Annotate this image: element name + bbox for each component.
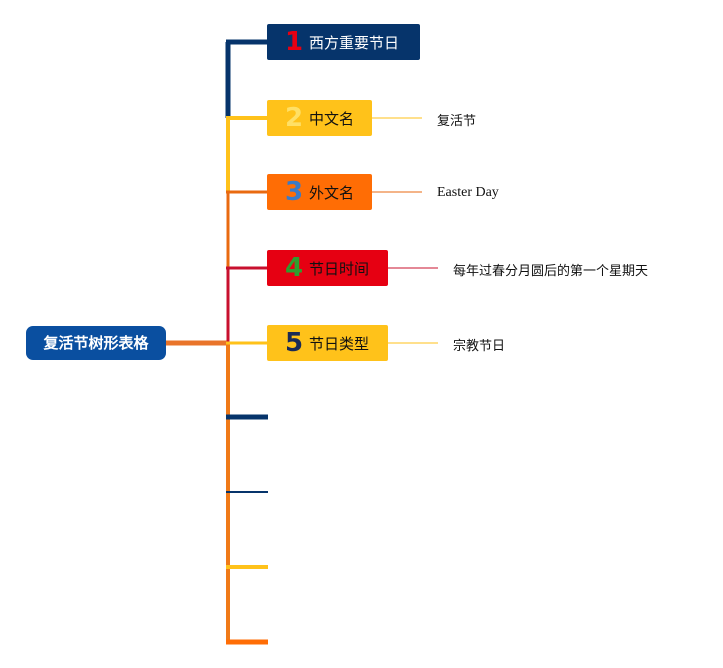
branch-label-1: 西方重要节日 — [309, 33, 400, 52]
branch-node-1[interactable]: 1 西方重要节日 — [267, 24, 420, 60]
branch-label-5: 节日类型 — [309, 334, 370, 353]
leaf-english-name[interactable]: Easter Day — [437, 185, 499, 200]
branch-node-2[interactable]: 2 中文名 — [267, 100, 372, 136]
branch-label-2: 中文名 — [309, 109, 355, 128]
root-node[interactable]: 复活节树形表格 — [26, 326, 166, 360]
branch-label-3: 外文名 — [309, 183, 355, 202]
leaf-chinese-name[interactable]: 复活节 — [437, 114, 477, 129]
branch-number-4: 4 — [284, 253, 304, 283]
branch-number-2: 2 — [284, 103, 304, 133]
branch-number-1: 1 — [284, 27, 304, 57]
branch-node-3[interactable]: 3 外文名 — [267, 174, 372, 210]
branch-number-5: 5 — [284, 328, 304, 358]
branch-label-4: 节日时间 — [309, 259, 370, 278]
branch-node-4[interactable]: 4 节日时间 — [267, 250, 388, 286]
branch-number-3: 3 — [284, 177, 304, 207]
leaf-festival-time[interactable]: 每年过春分月圆后的第一个星期天 — [453, 264, 649, 279]
branch-node-5[interactable]: 5 节日类型 — [267, 325, 388, 361]
leaf-festival-type[interactable]: 宗教节日 — [453, 339, 506, 354]
